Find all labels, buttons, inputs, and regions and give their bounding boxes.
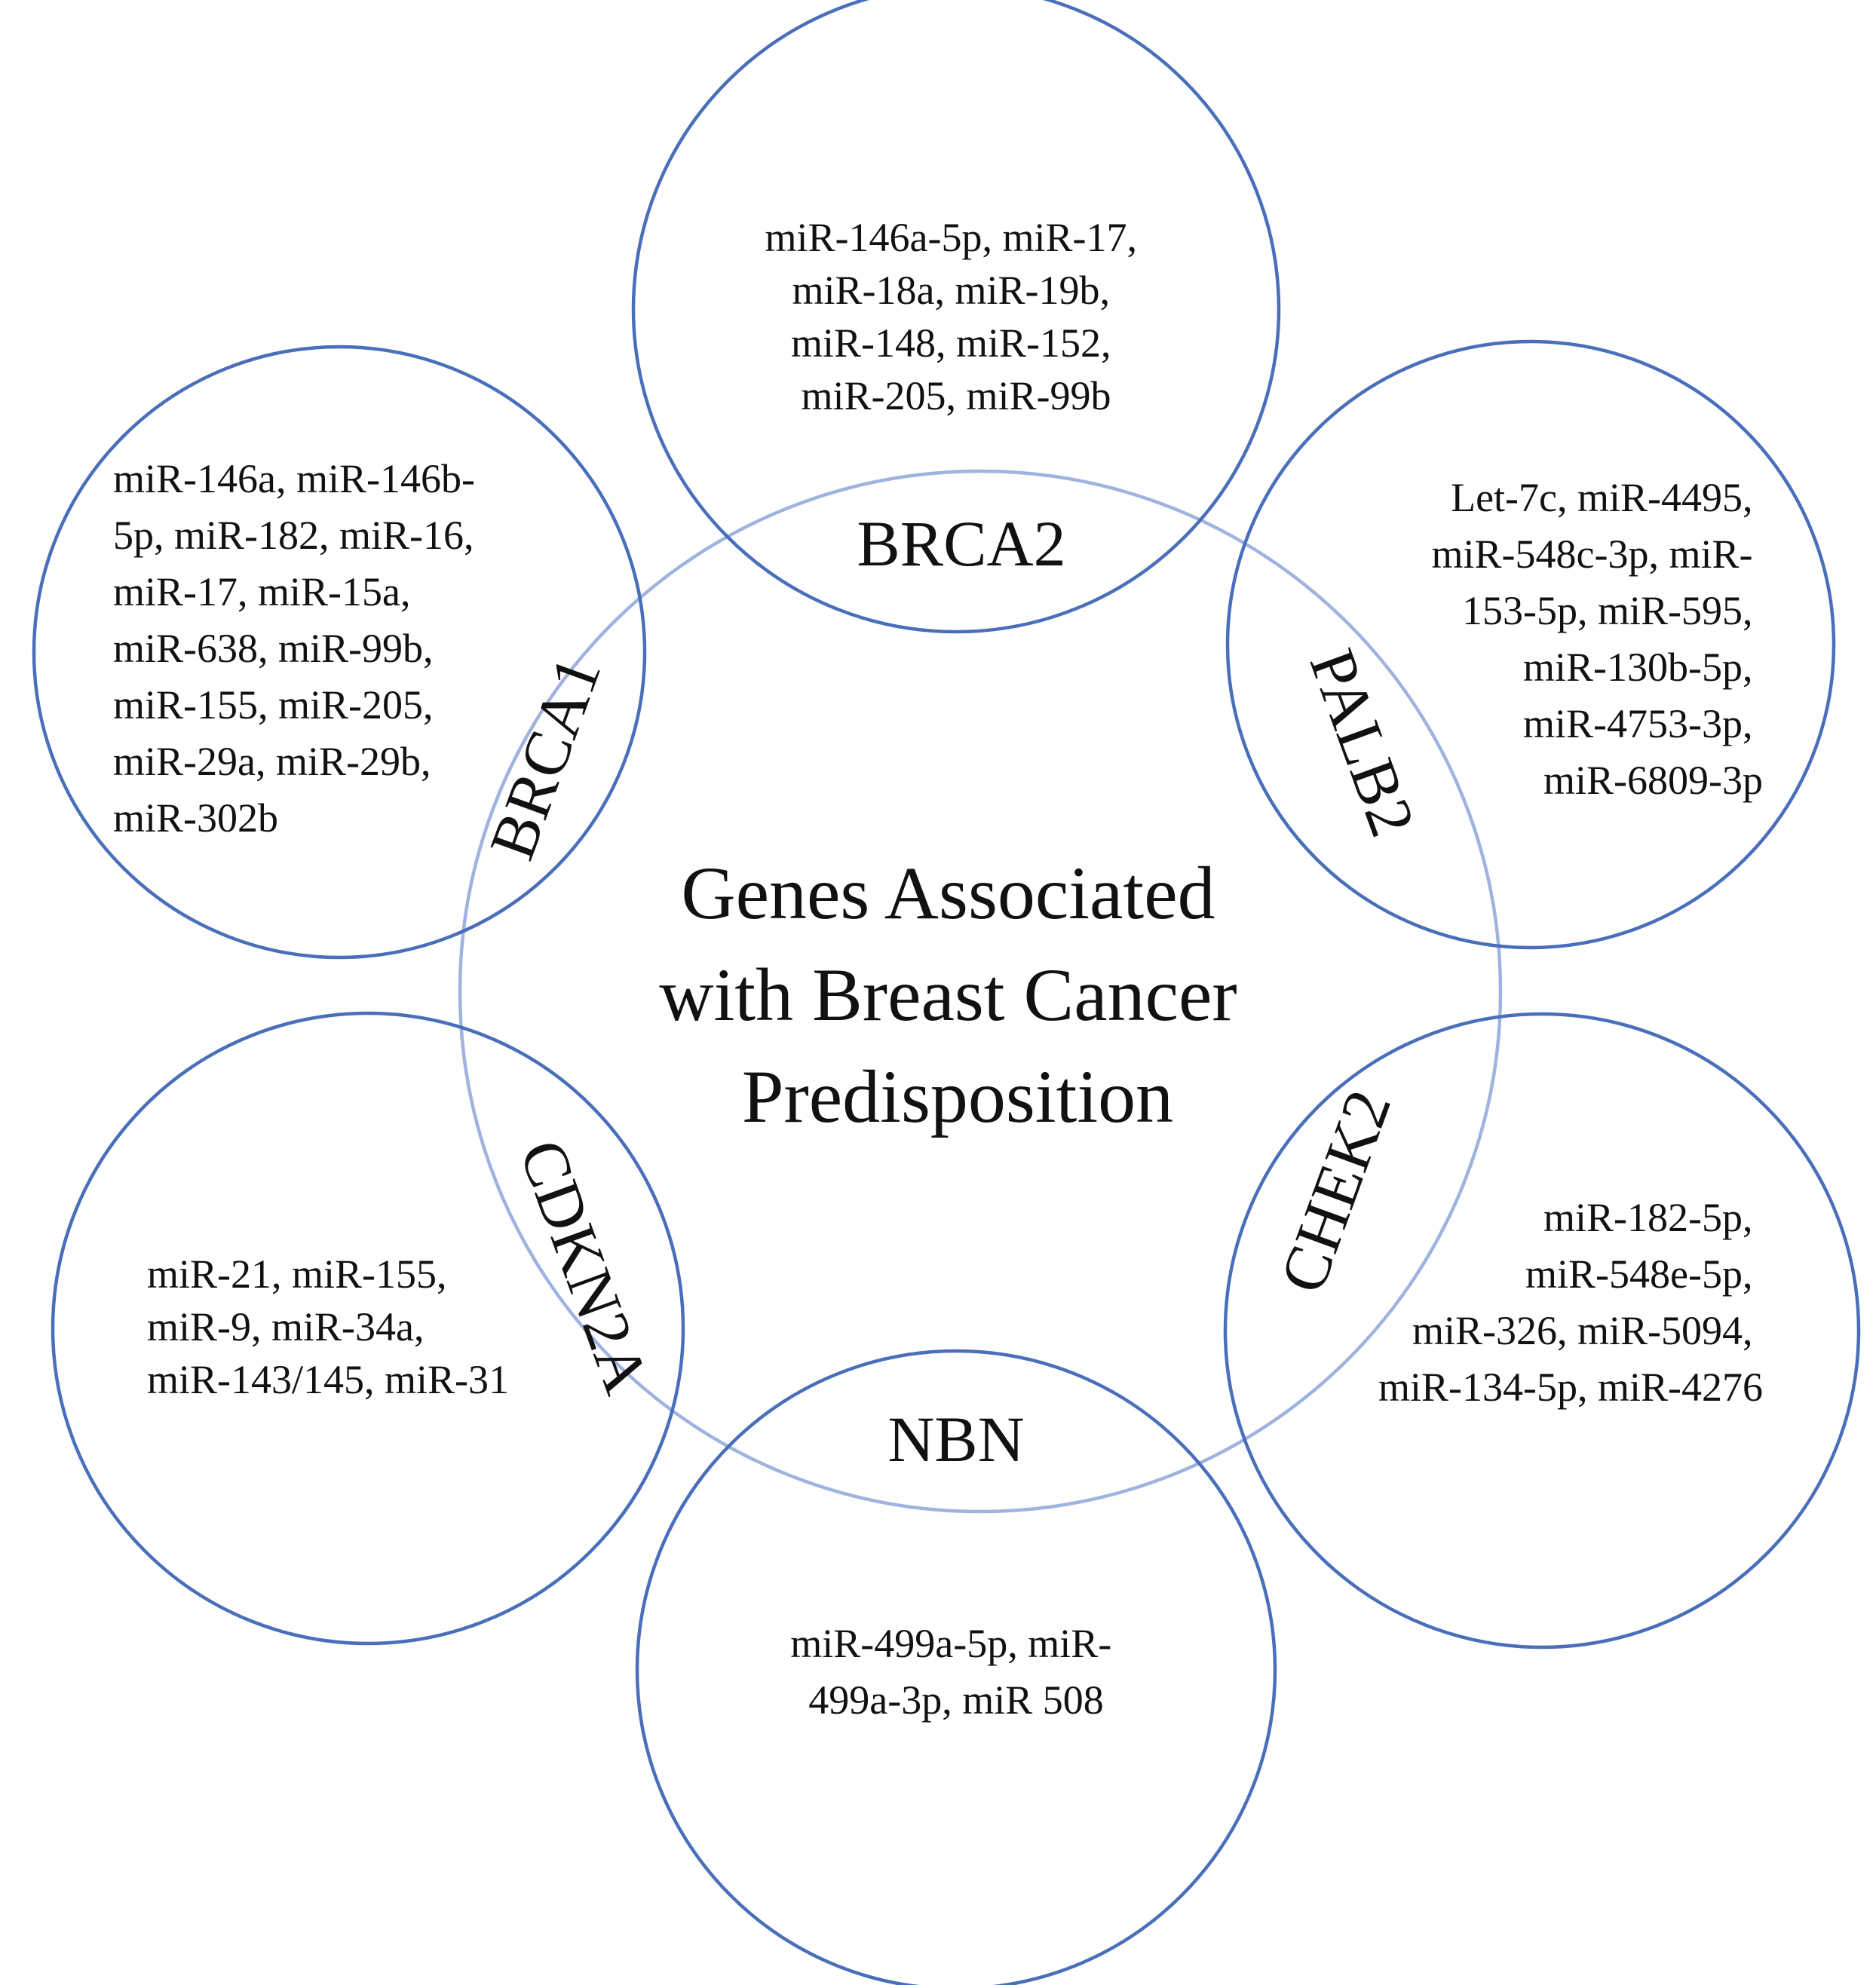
gene-label-brca2: BRCA2 bbox=[857, 507, 1065, 580]
cdkn2a-circle bbox=[51, 1011, 685, 1646]
mirna-line: miR-302b bbox=[113, 795, 278, 841]
mirna-line: Let-7c, miR-4495, bbox=[1451, 475, 1752, 520]
mirna-line: 499a-3p, miR 508 bbox=[808, 1677, 1103, 1723]
center-circle bbox=[458, 469, 1503, 1514]
mirna-line: 153-5p, miR-595, bbox=[1462, 588, 1753, 633]
mirna-list-palb2: Let-7c, miR-4495, miR-548c-3p, miR- 153-… bbox=[1432, 475, 1763, 803]
mirna-list-brca1: miR-146a, miR-146b- 5p, miR-182, miR-16,… bbox=[113, 456, 485, 841]
mirna-line: miR-326, miR-5094, bbox=[1412, 1308, 1753, 1353]
gene-label-palb2: PALB2 bbox=[1296, 640, 1430, 845]
nbn-circle bbox=[635, 1349, 1277, 1985]
gene-label-chek2: CHEK2 bbox=[1265, 1080, 1405, 1301]
mirna-list-nbn: miR-499a-5p, miR- 499a-3p, miR 508 bbox=[790, 1621, 1121, 1723]
center-title-line: with Breast Cancer bbox=[659, 953, 1237, 1037]
mirna-line: miR-21, miR-155, bbox=[147, 1251, 447, 1297]
center-title-line: Genes Associated bbox=[681, 851, 1215, 935]
mirna-list-chek2: miR-182-5p, miR-548e-5p, miR-326, miR-50… bbox=[1378, 1195, 1763, 1410]
gene-label-nbn: NBN bbox=[887, 1403, 1025, 1475]
chek2-circle bbox=[1223, 1012, 1861, 1650]
mirna-line: miR-548e-5p, bbox=[1525, 1251, 1752, 1297]
center-title-line: Predisposition bbox=[742, 1055, 1173, 1138]
mirna-line: miR-143/145, miR-31 bbox=[147, 1357, 509, 1402]
mirna-list-brca2: miR-146a-5p, miR-17, miR-18a, miR-19b, m… bbox=[765, 215, 1148, 418]
mirna-line: miR-155, miR-205, bbox=[113, 682, 434, 728]
palb2-circle bbox=[1225, 339, 1836, 950]
mirna-line: miR-146a, miR-146b- bbox=[113, 456, 475, 501]
mirna-line: miR-146a-5p, miR-17, bbox=[765, 215, 1137, 260]
mirna-line: miR-18a, miR-19b, bbox=[792, 268, 1110, 313]
brca1-circle bbox=[32, 345, 647, 960]
mirna-list-cdkn2a: miR-21, miR-155, miR-9, miR-34a, miR-143… bbox=[147, 1251, 509, 1402]
mirna-line: miR-6809-3p bbox=[1543, 758, 1763, 803]
mirna-line: miR-548c-3p, miR- bbox=[1432, 531, 1753, 577]
brca2-circle bbox=[631, 0, 1281, 634]
mirna-line: miR-205, miR-99b bbox=[801, 373, 1111, 418]
mirna-line: miR-134-5p, miR-4276 bbox=[1378, 1365, 1763, 1410]
center-title: Genes Associated with Breast Cancer Pred… bbox=[659, 851, 1255, 1138]
mirna-line: miR-4753-3p, bbox=[1523, 701, 1753, 746]
mirna-line: miR-182-5p, bbox=[1543, 1195, 1753, 1240]
mirna-line: 5p, miR-182, miR-16, bbox=[113, 513, 474, 558]
mirna-line: miR-17, miR-15a, bbox=[113, 569, 410, 614]
mirna-line: miR-130b-5p, bbox=[1523, 645, 1753, 690]
mirna-line: miR-9, miR-34a, bbox=[147, 1304, 424, 1349]
mirna-line: miR-638, miR-99b, bbox=[113, 626, 434, 671]
gene-label-brca1: BRCA1 bbox=[475, 647, 615, 868]
mirna-line: miR-499a-5p, miR- bbox=[790, 1621, 1111, 1666]
mirna-line: miR-148, miR-152, bbox=[791, 320, 1111, 366]
mirna-line: miR-29a, miR-29b, bbox=[113, 739, 431, 784]
